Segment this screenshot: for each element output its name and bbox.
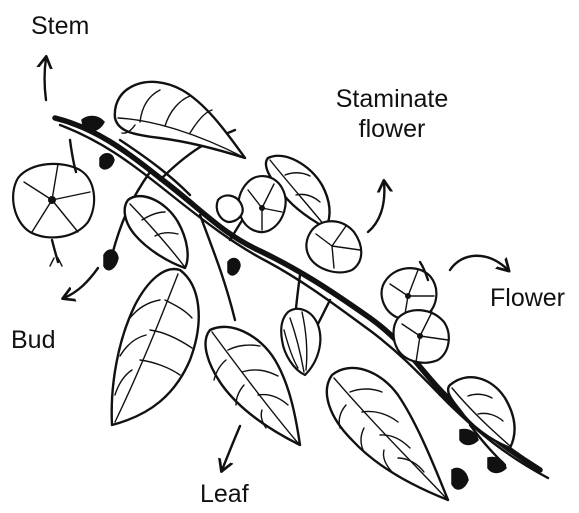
staminate-flower [306, 221, 361, 272]
label-staminate-flower: Staminate flower [322, 84, 462, 144]
leaf-top [115, 82, 245, 158]
leaf-bottom-left [112, 269, 199, 425]
leaf-bottom-right [327, 368, 448, 500]
flower-left-open [13, 140, 94, 266]
flower-arrow [450, 256, 508, 270]
stem-arrow [45, 58, 47, 100]
flower-center-small [217, 176, 286, 232]
leaf-arrow [222, 426, 240, 470]
label-staminate-line1: Staminate [322, 84, 462, 114]
label-flower: Flower [490, 283, 565, 313]
bud-arrow [64, 268, 98, 298]
flower-closed-hanging [281, 309, 320, 375]
label-staminate-line2: flower [322, 114, 462, 144]
staminate-arrow [368, 182, 384, 232]
label-stem: Stem [31, 11, 89, 41]
label-leaf: Leaf [200, 479, 249, 509]
leaf-left-small [125, 196, 188, 268]
label-bud: Bud [11, 325, 55, 355]
